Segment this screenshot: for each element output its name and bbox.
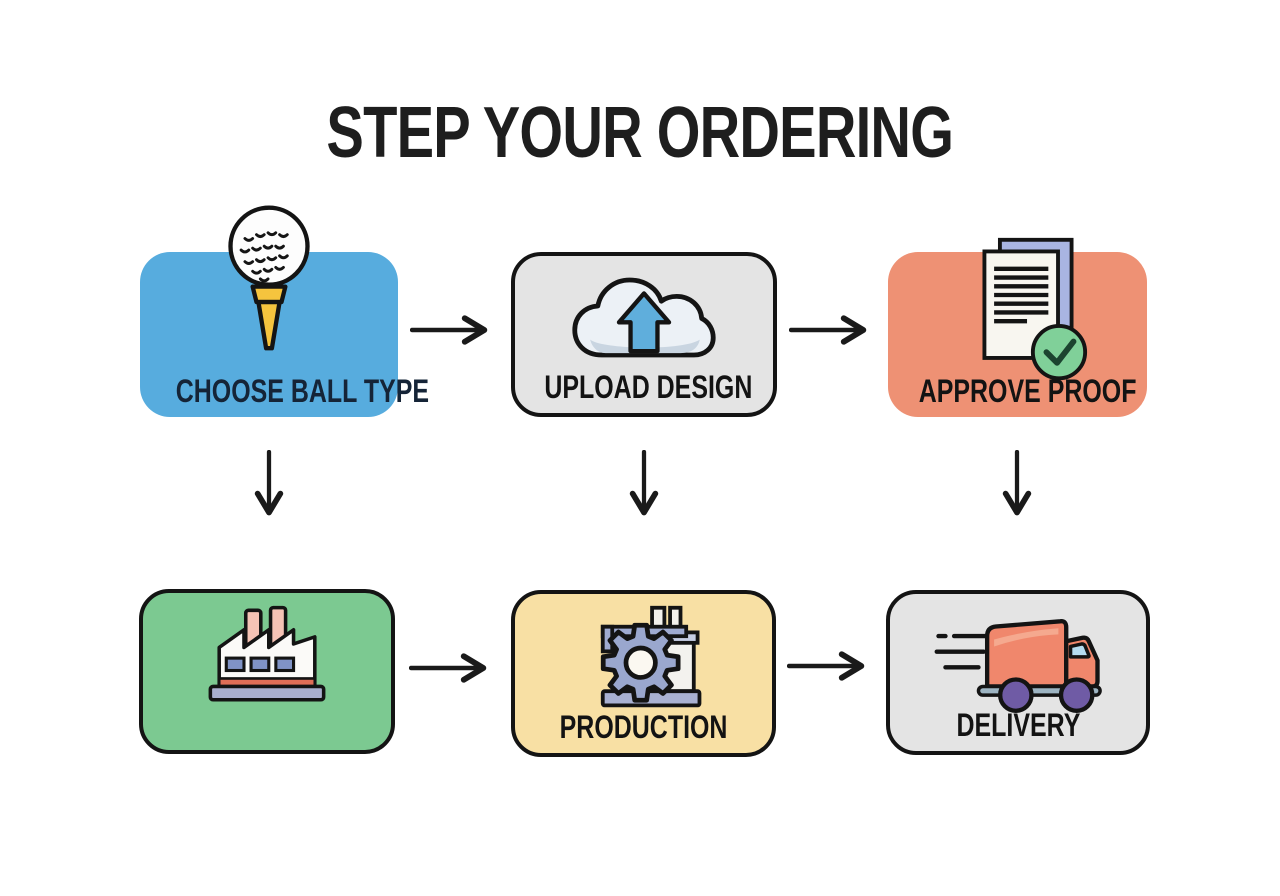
step-approve-proof: APPROVE PROOF bbox=[888, 237, 1147, 417]
arrow-right-icon bbox=[788, 314, 877, 346]
step-label: UPLOAD DESIGN bbox=[515, 371, 773, 403]
arrow-down-icon bbox=[628, 449, 660, 522]
factory-icon bbox=[205, 605, 329, 713]
step-choose-ball-type: CHOOSE BALL TYPE bbox=[140, 205, 429, 417]
step-delivery: DELIVERY bbox=[886, 590, 1150, 755]
step-label-text: UPLOAD DESIGN bbox=[544, 369, 753, 405]
step-label: CHOOSE BALL TYPE bbox=[140, 375, 429, 407]
arrow-right-icon bbox=[786, 650, 875, 682]
step-label-text: PRODUCTION bbox=[559, 709, 728, 745]
page-title: STEP YOUR ORDERING bbox=[0, 92, 1280, 174]
arrow-right-icon bbox=[409, 314, 498, 346]
golf-ball-tee-icon bbox=[216, 200, 322, 354]
page-title-text: STEP YOUR ORDERING bbox=[326, 93, 955, 173]
step-factory bbox=[139, 589, 395, 754]
arrow-down-icon bbox=[253, 449, 285, 522]
step-label: APPROVE PROOF bbox=[888, 375, 1147, 407]
step-label-text: APPROVE PROOF bbox=[918, 373, 1137, 409]
step-label: PRODUCTION bbox=[515, 711, 772, 743]
step-production: PRODUCTION bbox=[511, 590, 776, 757]
document-check-icon bbox=[965, 234, 1091, 387]
gear-machine-icon bbox=[580, 602, 708, 714]
arrow-down-icon bbox=[1001, 449, 1033, 522]
arrow-right-icon bbox=[408, 652, 497, 684]
step-upload-design: UPLOAD DESIGN bbox=[511, 252, 777, 417]
delivery-truck-icon bbox=[933, 610, 1103, 716]
step-label-text: CHOOSE BALL TYPE bbox=[175, 373, 430, 409]
step-label: DELIVERY bbox=[890, 709, 1146, 741]
cloud-upload-icon bbox=[569, 274, 719, 361]
step-label-text: DELIVERY bbox=[956, 707, 1080, 743]
